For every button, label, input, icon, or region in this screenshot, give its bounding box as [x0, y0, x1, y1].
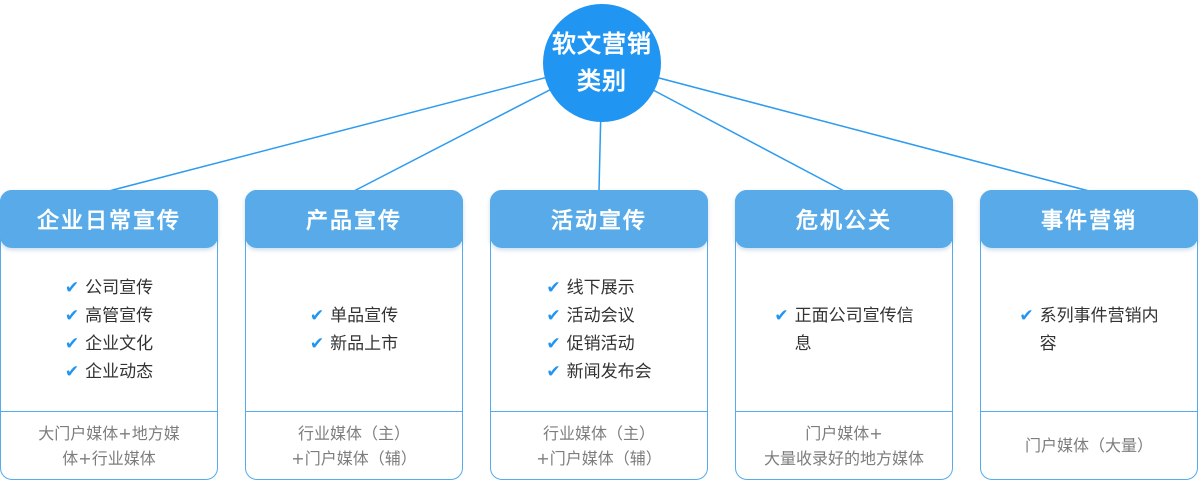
check-item: ✔ 正面公司宣传信 息 — [774, 302, 913, 358]
card-footer: 门户媒体（大量） — [981, 411, 1197, 479]
check-item-label: 活动会议 — [566, 305, 635, 326]
check-item-list: ✔ 单品宣传 ✔ 新品上市 — [310, 302, 398, 358]
card-activity-promo: 活动宣传 ✔ 线下展示 ✔ 活动会议 ✔ 促销活动 ✔ 新闻发布会 — [490, 190, 708, 480]
check-icon: ✔ — [309, 333, 325, 354]
check-item: ✔ 线下展示 — [546, 274, 634, 302]
check-item-label: 企业文化 — [85, 333, 154, 354]
check-item-label: 高管宣传 — [85, 305, 154, 326]
check-item: ✔ 促销活动 — [546, 330, 634, 358]
check-item-label: 促销活动 — [566, 333, 635, 354]
check-item-label: 新品上市 — [330, 333, 399, 354]
check-item-list: ✔ 正面公司宣传信 息 — [774, 302, 913, 358]
check-icon: ✔ — [546, 305, 561, 326]
card-product-promo: 产品宣传 ✔ 单品宣传 ✔ 新品上市 行业媒体（主） +门户媒体（辅） — [245, 190, 463, 480]
card-crisis-pr: 危机公关 ✔ 正面公司宣传信 息 门户媒体+ 大量收录好的地方媒体 — [735, 190, 953, 480]
check-item: ✔ 企业文化 — [65, 330, 153, 358]
check-icon: ✔ — [64, 333, 80, 354]
check-item-label: 正面公司宣传信 息 — [794, 305, 914, 354]
card-footer: 大门户媒体+地方媒 体+行业媒体 — [1, 411, 217, 479]
card-footer-label: 行业媒体（主） +门户媒体（辅） — [536, 423, 662, 468]
card-enterprise-daily: 企业日常宣传 ✔ 公司宣传 ✔ 高管宣传 ✔ 企业文化 ✔ 企业动态 — [0, 190, 218, 480]
card-title: 危机公关 — [795, 209, 892, 234]
check-item-list: ✔ 线下展示 ✔ 活动会议 ✔ 促销活动 ✔ 新闻发布会 — [546, 274, 651, 386]
check-item-label: 系列事件营销内 容 — [1039, 305, 1159, 354]
card-body: ✔ 系列事件营销内 容 — [981, 248, 1197, 411]
check-item-label: 新闻发布会 — [566, 361, 652, 382]
card-body: ✔ 单品宣传 ✔ 新品上市 — [246, 248, 462, 411]
card-header: 企业日常宣传 — [0, 190, 218, 248]
card-title: 事件营销 — [1040, 209, 1137, 234]
card-footer-label: 行业媒体（主） +门户媒体（辅） — [291, 423, 417, 468]
card-header: 危机公关 — [735, 190, 953, 248]
check-icon: ✔ — [64, 305, 80, 326]
card-event-marketing: 事件营销 ✔ 系列事件营销内 容 门户媒体（大量） — [980, 190, 1198, 480]
check-item: ✔ 系列事件营销内 容 — [1019, 302, 1158, 358]
card-footer: 行业媒体（主） +门户媒体（辅） — [246, 411, 462, 479]
card-footer-label: 大门户媒体+地方媒 体+行业媒体 — [38, 423, 180, 468]
connector-line — [601, 62, 1090, 192]
check-item: ✔ 新闻发布会 — [546, 358, 651, 386]
check-item: ✔ 活动会议 — [546, 302, 634, 330]
connector-line — [108, 62, 603, 192]
card-footer: 门户媒体+ 大量收录好的地方媒体 — [736, 411, 952, 479]
check-icon: ✔ — [546, 333, 561, 354]
check-item-label: 线下展示 — [566, 277, 635, 298]
check-item-list: ✔ 系列事件营销内 容 — [1019, 302, 1158, 358]
card-header: 事件营销 — [980, 190, 1198, 248]
check-item: ✔ 公司宣传 — [65, 274, 153, 302]
card-header: 活动宣传 — [490, 190, 708, 248]
card-footer: 行业媒体（主） +门户媒体（辅） — [491, 411, 707, 479]
check-item-label: 企业动态 — [85, 361, 154, 382]
check-icon: ✔ — [774, 305, 789, 326]
root-node-label: 软文营销 类别 — [552, 30, 652, 95]
check-item: ✔ 新品上市 — [310, 330, 398, 358]
card-header: 产品宣传 — [245, 190, 463, 248]
root-node: 软文营销 类别 — [543, 4, 661, 122]
card-body: ✔ 线下展示 ✔ 活动会议 ✔ 促销活动 ✔ 新闻发布会 — [491, 248, 707, 411]
check-item-label: 单品宣传 — [330, 305, 399, 326]
card-title: 活动宣传 — [550, 209, 647, 234]
check-icon: ✔ — [309, 305, 325, 326]
card-title: 产品宣传 — [305, 209, 402, 234]
check-icon: ✔ — [1019, 305, 1034, 326]
check-icon: ✔ — [64, 277, 80, 298]
card-footer-label: 门户媒体（大量） — [1024, 436, 1153, 455]
card-footer-label: 门户媒体+ 大量收录好的地方媒体 — [763, 423, 924, 468]
check-icon: ✔ — [64, 361, 80, 382]
check-item-label: 公司宣传 — [85, 277, 154, 298]
check-icon: ✔ — [546, 361, 561, 382]
card-body: ✔ 正面公司宣传信 息 — [736, 248, 952, 411]
check-item: ✔ 单品宣传 — [310, 302, 398, 330]
card-title: 企业日常宣传 — [36, 209, 181, 234]
check-icon: ✔ — [546, 277, 561, 298]
check-item-list: ✔ 公司宣传 ✔ 高管宣传 ✔ 企业文化 ✔ 企业动态 — [65, 274, 153, 386]
card-body: ✔ 公司宣传 ✔ 高管宣传 ✔ 企业文化 ✔ 企业动态 — [1, 248, 217, 411]
check-item: ✔ 高管宣传 — [65, 302, 153, 330]
check-item: ✔ 企业动态 — [65, 358, 153, 386]
